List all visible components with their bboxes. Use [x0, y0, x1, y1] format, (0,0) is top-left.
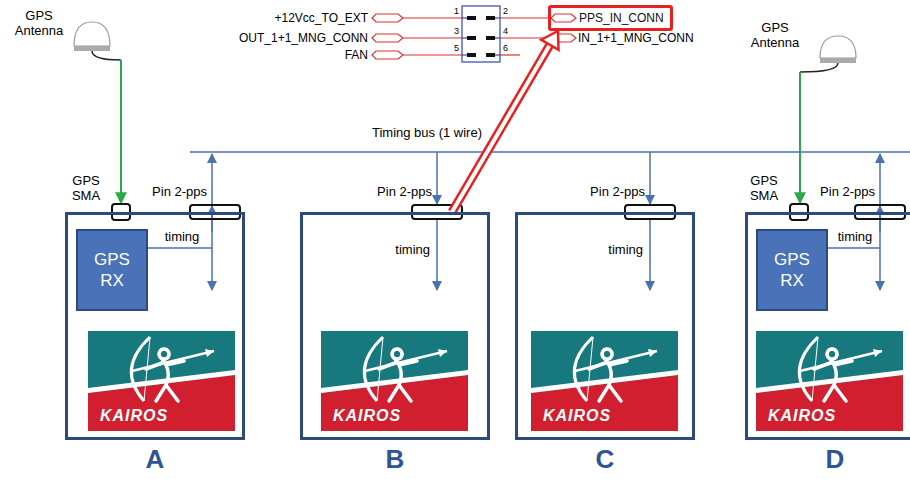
unit-letter: B	[303, 444, 487, 474]
drawing-part	[467, 16, 495, 57]
rf-arrow	[799, 72, 801, 203]
timing-arrow	[211, 154, 213, 290]
kairos-logo: KAIROS	[756, 331, 903, 431]
signal-name: FAN	[238, 48, 368, 62]
signal-highlight: PPS_IN_CONN	[548, 5, 673, 31]
gps-receiver: GPS RX	[76, 229, 148, 311]
timing-arrow	[879, 154, 881, 290]
unit-box: AGPS RXKAIROS	[65, 212, 245, 440]
port-label: GPS SMA	[62, 173, 110, 203]
receiver-label: GPS RX	[90, 249, 134, 291]
wire	[500, 17, 551, 18]
signal-name: +12Vcc_TO_EXT	[238, 11, 368, 25]
pin-number: 2	[503, 6, 516, 17]
highlight-arrow	[452, 31, 559, 212]
timing-wire	[825, 247, 880, 249]
antenna-base	[820, 58, 856, 63]
pin-contact	[486, 16, 495, 20]
signal-label: timing	[583, 242, 643, 257]
pin-contact	[467, 16, 476, 20]
pin-contact	[467, 36, 476, 40]
logo-text: KAIROS	[768, 407, 836, 425]
arrow-head	[541, 31, 558, 50]
wire	[462, 54, 467, 55]
pin-number: 6	[503, 43, 516, 54]
pin-number: 3	[446, 26, 459, 37]
logo-artwork	[531, 331, 678, 431]
pin-number: 5	[446, 43, 459, 54]
header-connector	[462, 6, 500, 62]
timing-arrow	[436, 152, 438, 204]
timing-arrow	[436, 219, 438, 290]
logo-artwork	[321, 331, 468, 431]
signal-name: IN_1+1_MNG_CONN	[578, 31, 748, 45]
pin-tag	[372, 14, 403, 22]
wire	[495, 17, 500, 18]
gps-antenna	[800, 36, 856, 203]
pin-tag	[372, 51, 403, 59]
part-label: GPS Antenna	[4, 8, 74, 38]
signal-name: PPS_IN_CONN	[579, 11, 664, 25]
gps-receiver: GPS RX	[756, 229, 828, 311]
port-label: Pin 2-pps	[342, 184, 432, 199]
logo-text: KAIROS	[333, 407, 401, 425]
unit-box: DGPS RXKAIROS	[745, 212, 910, 440]
port-label: Pin 2-pps	[555, 184, 645, 199]
signal-label: timing	[158, 229, 206, 244]
wire	[495, 37, 500, 38]
wire	[403, 37, 462, 38]
timing-arrow	[649, 152, 651, 204]
antenna-cable	[92, 51, 121, 60]
pin-tag	[372, 34, 403, 42]
signal-name: OUT_1+1_MNG_CONN	[198, 31, 368, 45]
unit-box: BKAIROS	[300, 212, 490, 440]
timing-arrow	[649, 219, 651, 290]
pin-contact	[467, 53, 476, 57]
wire	[462, 17, 467, 18]
pin-contact	[486, 53, 495, 57]
wire	[462, 37, 467, 38]
antenna-dome	[74, 22, 110, 46]
wire	[500, 54, 520, 55]
receiver-label: GPS RX	[770, 249, 814, 291]
bus-wire	[190, 151, 910, 153]
wire	[403, 54, 462, 55]
unit-box: CKAIROS	[515, 212, 695, 440]
signal-label: timing	[833, 229, 877, 244]
wire	[403, 17, 462, 18]
antenna-dome	[820, 36, 856, 58]
unit-letter: D	[748, 444, 910, 474]
antenna-cable	[800, 63, 838, 72]
port-label: Pin 2-pps	[117, 184, 207, 199]
bus-label: Timing bus (1 wire)	[322, 125, 482, 140]
antenna-base	[74, 46, 110, 51]
logo-text: KAIROS	[100, 407, 168, 425]
pin-tag	[551, 14, 576, 22]
logo-artwork	[756, 331, 903, 431]
port-label: GPS SMA	[740, 173, 788, 203]
signal-label: timing	[370, 242, 430, 257]
kairos-logo: KAIROS	[321, 331, 468, 431]
kairos-logo: KAIROS	[88, 331, 235, 431]
unit-letter: C	[518, 444, 692, 474]
pin-number: 4	[503, 26, 516, 37]
drawing-part	[462, 18, 500, 55]
connector-body	[462, 6, 500, 62]
logo-artwork	[88, 331, 235, 431]
pin-number: 1	[446, 6, 459, 17]
unit-letter: A	[68, 444, 242, 474]
rf-arrow	[120, 60, 122, 203]
pin-contact	[486, 36, 495, 40]
timing-wire	[145, 247, 212, 249]
part-label: GPS Antenna	[740, 20, 810, 50]
port-label: Pin 2-pps	[785, 184, 875, 199]
logo-text: KAIROS	[543, 407, 611, 425]
wire	[495, 54, 500, 55]
kairos-logo: KAIROS	[531, 331, 678, 431]
